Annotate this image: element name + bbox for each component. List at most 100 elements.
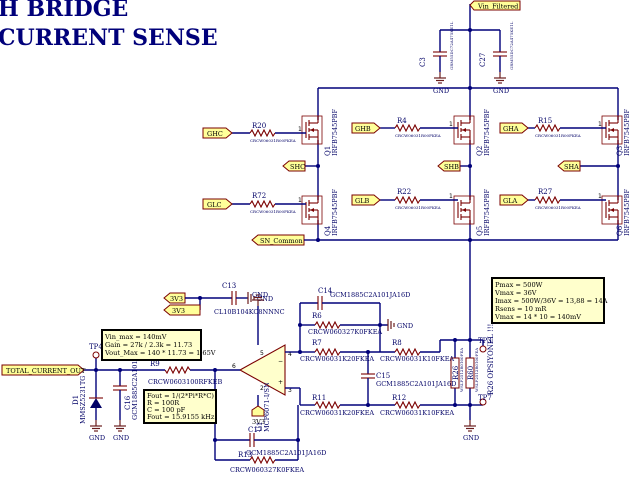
title-line-2: CURRENT SENSE <box>0 25 218 51</box>
svg-text:TP3: TP3 <box>478 337 492 345</box>
r27-ref: R27 <box>538 188 552 196</box>
svg-text:SHA: SHA <box>564 163 579 171</box>
svg-text:1: 1 <box>449 121 453 128</box>
q1-val: IRFB7545PBF <box>331 109 339 156</box>
svg-text:SHC: SHC <box>290 163 305 171</box>
q3-mosfet <box>601 115 623 145</box>
svg-text:+: + <box>278 379 283 386</box>
c27-val: GRM55DC72A475KE1L <box>509 21 514 70</box>
svg-text:GHC: GHC <box>207 130 223 138</box>
r60-ref: R60 <box>467 366 475 380</box>
r11-val: CRCW06031K20FKEA <box>300 409 374 417</box>
svg-text:GLA: GLA <box>503 197 518 205</box>
d1-ref: D1 <box>72 395 80 405</box>
r8-ref: R8 <box>392 339 402 347</box>
c17-ref: C17 <box>248 426 262 434</box>
q5-val: IRFB7545PBF <box>483 189 491 236</box>
note-filter: Fout = 1/(2*Pi*R*C) R = 100R C = 100 pF … <box>143 389 217 424</box>
r60-val: WSLP2512R0100FEA <box>474 348 479 392</box>
svg-text:Vin_Filtered: Vin_Filtered <box>477 3 518 11</box>
svg-text:GLB: GLB <box>355 197 370 205</box>
svg-text:GND: GND <box>397 322 413 330</box>
r26-note: R26 OPSIYONEL !!! <box>487 324 495 395</box>
r9-val: CRCW0603100RFKEB <box>148 378 222 386</box>
port-vin-filtered: Vin_Filtered <box>469 0 521 88</box>
c27-ref: C27 <box>479 53 487 67</box>
svg-text:1: 1 <box>298 197 302 204</box>
r22-val: CRCW06031R00FKEA <box>395 205 441 210</box>
port-gla: GLA <box>499 194 529 206</box>
svg-text:Vin_max = 140mV: Vin_max = 140mV <box>104 333 167 341</box>
svg-text:Imax = 500W/36V = 13,88 = 14A: Imax = 500W/36V = 13,88 = 14A <box>495 297 608 305</box>
svg-text:Vmax = 14 * 10 = 140mV: Vmax = 14 * 10 = 140mV <box>494 313 581 321</box>
port-glb: GLB <box>351 194 381 206</box>
svg-text:Fout = 15.9155 kHz: Fout = 15.9155 kHz <box>147 413 215 421</box>
svg-text:4: 4 <box>288 351 292 358</box>
r20-val: CRCW06031R00FKEA <box>250 138 296 143</box>
q2-mosfet <box>453 115 475 145</box>
r4-ref: R4 <box>397 117 407 125</box>
r7-ref: R7 <box>312 339 322 347</box>
q2-val: IRFB7545PBF <box>483 109 491 156</box>
svg-text:3V3: 3V3 <box>170 295 183 303</box>
svg-text:5: 5 <box>260 350 264 357</box>
r9-ref: R9 <box>150 360 160 368</box>
svg-text:TP4: TP4 <box>89 343 103 351</box>
svg-text:3V3: 3V3 <box>252 418 265 426</box>
c15-ref: C15 <box>376 372 390 380</box>
r15-val: CRCW06031R00FKEA <box>535 133 581 138</box>
svg-text:Gain = 27k / 2.3k = 11.73: Gain = 27k / 2.3k = 11.73 <box>105 341 192 349</box>
svg-text:2: 2 <box>260 385 264 392</box>
c13-val: CL10B104KC8NNNC <box>214 308 285 316</box>
svg-text:GND: GND <box>252 291 268 299</box>
svg-text:GHB: GHB <box>355 125 371 133</box>
q6-val: IRFB7545PBF <box>623 189 631 236</box>
svg-text:SHB: SHB <box>444 163 459 171</box>
r4-val: CRCW06031R00FKEA <box>395 133 441 138</box>
svg-text:3V3: 3V3 <box>172 307 185 315</box>
u1-opamp: − + 6 4 3 5 2 <box>232 344 292 396</box>
svg-text:Fout = 1/(2*Pi*R*C): Fout = 1/(2*Pi*R*C) <box>147 392 214 400</box>
svg-text:Pmax = 500W: Pmax = 500W <box>495 281 543 289</box>
r15-ref: R15 <box>538 117 552 125</box>
q4-val: IRFB7545PBF <box>331 189 339 236</box>
svg-text:GLC: GLC <box>207 201 222 209</box>
svg-text:Rsens = 10 mR: Rsens = 10 mR <box>495 305 547 313</box>
svg-text:Vmax = 36V: Vmax = 36V <box>494 289 537 297</box>
q3-ref: Q3 <box>616 146 624 156</box>
r26-shunt <box>450 357 460 389</box>
r72-val: CRCW06031R00FKEA <box>250 209 296 214</box>
svg-text:1: 1 <box>449 193 453 200</box>
tp4: TP4 <box>89 343 103 370</box>
port-total-current-out: TOTAL_CURRENT_OUT <box>1 364 86 376</box>
q2-ref: Q2 <box>476 146 484 156</box>
r22-ref: R22 <box>397 188 411 196</box>
svg-text:1: 1 <box>298 126 302 133</box>
tp3: TP3 <box>470 337 492 353</box>
c16-val: GCM1885C2A101JA16D <box>131 340 139 420</box>
svg-text:GND: GND <box>89 434 105 442</box>
svg-text:Vout_Max = 140 * 11.73 = 1.65V: Vout_Max = 140 * 11.73 = 1.65V <box>104 349 216 357</box>
r26-ref: R26 <box>452 365 460 380</box>
port-sha: SHA <box>557 160 581 172</box>
svg-text:GND: GND <box>463 434 479 442</box>
r6-val: CRCW060327K0FKEA <box>308 328 382 336</box>
c3-val: GRM55DC72A475KE1L <box>449 21 454 70</box>
q1-mosfet <box>301 115 323 145</box>
r26-val: WSLP2512R0100FEA <box>459 348 464 392</box>
r8-val: CRCW06031K10FKEA <box>380 355 454 363</box>
c14-ref: C14 <box>318 287 333 295</box>
c3-ref: C3 <box>419 57 427 67</box>
note-gain: Vin_max = 140mV Gain = 27k / 2.3k = 11.7… <box>101 329 216 361</box>
port-shc: SHC <box>282 160 306 172</box>
r6-ref: R6 <box>312 312 322 320</box>
svg-text:3: 3 <box>288 387 292 394</box>
r12-val: CRCW06031K10FKEA <box>380 409 454 417</box>
u1-ref: U1 <box>256 422 264 432</box>
q1-ref: Q1 <box>324 146 332 156</box>
svg-text:−: − <box>278 358 283 365</box>
q3-val: IRFB7545PBF <box>623 109 631 156</box>
q5-ref: Q5 <box>476 226 484 236</box>
svg-text:GND: GND <box>493 87 509 95</box>
